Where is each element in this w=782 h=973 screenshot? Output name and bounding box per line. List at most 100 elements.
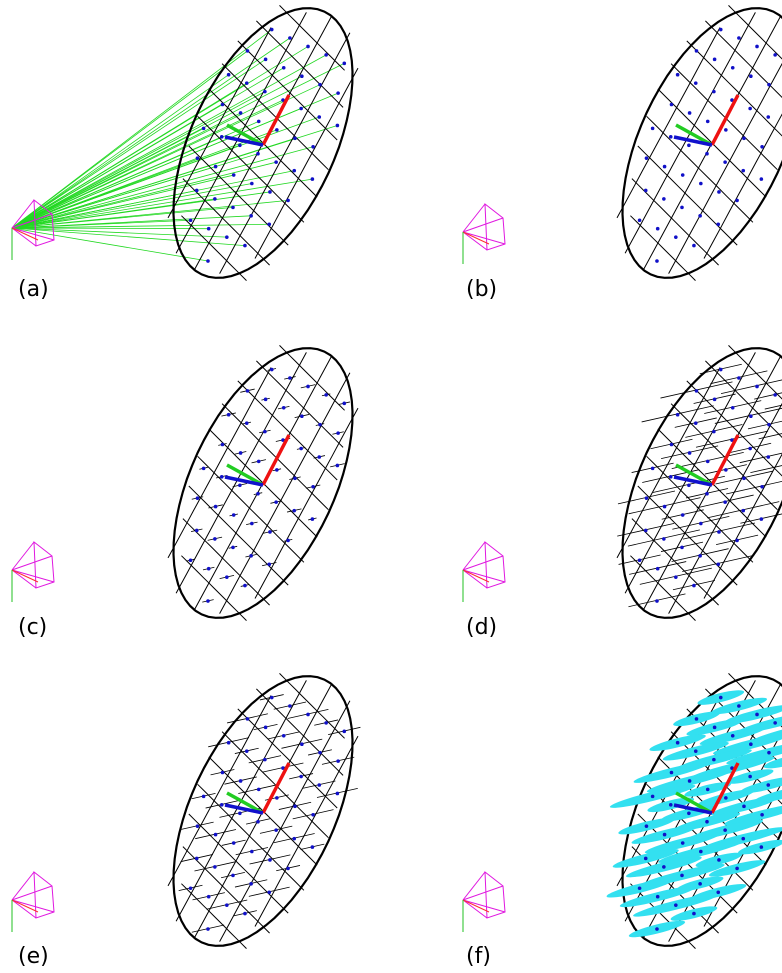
surface-point bbox=[718, 695, 723, 700]
surface-point bbox=[281, 405, 286, 410]
surface-point bbox=[716, 562, 721, 567]
axis-x bbox=[261, 762, 291, 814]
mesh-line bbox=[279, 5, 345, 71]
surface-point bbox=[342, 729, 347, 734]
surface-point bbox=[668, 803, 673, 807]
mesh-line bbox=[703, 453, 782, 599]
origin-axes bbox=[673, 94, 740, 147]
mesh-outline bbox=[172, 7, 354, 279]
surface-point bbox=[335, 463, 340, 468]
surface-point bbox=[318, 422, 322, 427]
camera-axis-x bbox=[11, 569, 39, 583]
camera-axis-x bbox=[11, 227, 39, 241]
surface-points bbox=[637, 27, 777, 263]
surface-point bbox=[680, 513, 685, 517]
surface-point bbox=[335, 123, 340, 128]
camera-edge bbox=[462, 899, 506, 913]
surface-point bbox=[680, 173, 685, 177]
surface-point bbox=[705, 459, 710, 464]
projection-ray bbox=[11, 91, 266, 229]
surface-point bbox=[194, 188, 199, 193]
displacement-segment bbox=[758, 433, 782, 440]
surface-point bbox=[310, 845, 315, 849]
surface-point bbox=[644, 156, 649, 160]
origin-axes bbox=[673, 762, 740, 815]
projection-ray bbox=[11, 206, 234, 229]
camera-edge bbox=[462, 899, 488, 919]
surface-point bbox=[206, 566, 211, 571]
surface-point bbox=[655, 599, 659, 603]
origin-axes bbox=[224, 762, 291, 815]
surface-point bbox=[650, 794, 655, 799]
camera-edge bbox=[462, 569, 488, 589]
surface-point bbox=[773, 721, 777, 725]
panel-c bbox=[11, 345, 359, 621]
axis-y bbox=[226, 123, 264, 147]
camera-edge bbox=[11, 569, 37, 589]
projection-ray bbox=[11, 136, 222, 229]
camera-edge bbox=[11, 213, 53, 229]
surface-point bbox=[698, 882, 702, 886]
surface-point bbox=[342, 401, 347, 406]
surface-point bbox=[705, 819, 709, 824]
surface-point bbox=[225, 575, 229, 579]
mesh-line bbox=[631, 178, 719, 266]
surface-point bbox=[243, 243, 247, 248]
surface-point bbox=[267, 890, 272, 895]
surface-point bbox=[231, 205, 235, 210]
surface-point bbox=[724, 128, 728, 132]
mesh-line bbox=[646, 455, 754, 563]
surface-point bbox=[675, 740, 680, 745]
surface-point bbox=[231, 873, 235, 878]
mesh-line bbox=[728, 673, 782, 728]
surface-point bbox=[675, 72, 680, 77]
surface-point bbox=[244, 749, 249, 753]
camera-axis-x bbox=[462, 231, 490, 245]
mesh-line bbox=[668, 402, 782, 614]
surface-point bbox=[268, 190, 272, 194]
projection-ray bbox=[11, 227, 209, 262]
surface-point bbox=[668, 135, 673, 139]
surface-point bbox=[737, 704, 741, 708]
surface-point bbox=[723, 160, 727, 164]
surface-point bbox=[292, 836, 297, 841]
surface-point bbox=[662, 504, 667, 509]
mesh-line bbox=[237, 40, 338, 141]
surface-point bbox=[310, 517, 315, 521]
camera-edge bbox=[11, 199, 35, 229]
mesh-line bbox=[219, 32, 351, 274]
surface-point bbox=[749, 414, 753, 419]
surface-point bbox=[692, 243, 696, 248]
surface-point bbox=[680, 545, 684, 550]
surface-point bbox=[263, 57, 268, 62]
surface-point bbox=[243, 911, 247, 916]
mesh-line bbox=[181, 215, 247, 281]
projection-ray bbox=[11, 82, 247, 229]
surface-point bbox=[318, 82, 322, 87]
displacement-segments bbox=[617, 363, 782, 608]
surface-point bbox=[730, 65, 735, 70]
camera-axis-x bbox=[11, 899, 39, 913]
panel-label-f: (f) bbox=[466, 944, 491, 969]
surface-point bbox=[256, 459, 261, 464]
surface-points bbox=[637, 367, 777, 603]
mesh-line bbox=[188, 145, 289, 246]
axis-y bbox=[675, 463, 713, 487]
origin-axes bbox=[673, 434, 740, 487]
surface-point bbox=[293, 476, 297, 481]
surface-point bbox=[748, 774, 752, 779]
surface-point bbox=[644, 824, 649, 828]
camera-edge bbox=[11, 871, 35, 901]
surface-point bbox=[206, 599, 210, 603]
mesh-line bbox=[254, 67, 359, 259]
projection-ray bbox=[11, 54, 327, 229]
surface-point bbox=[643, 528, 648, 533]
camera-edge bbox=[11, 885, 53, 901]
surface-point bbox=[201, 794, 206, 799]
surface-point bbox=[206, 894, 211, 899]
surface-point bbox=[317, 455, 322, 459]
surface-point bbox=[311, 144, 315, 149]
surface-point bbox=[674, 235, 678, 239]
mesh-line bbox=[705, 360, 782, 439]
